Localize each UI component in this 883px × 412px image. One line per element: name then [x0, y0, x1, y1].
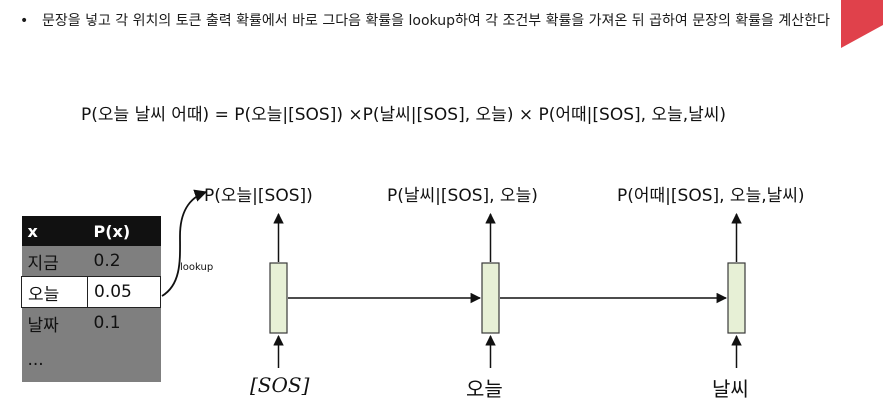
table-header-px: P(x) — [87, 216, 161, 246]
output-prob-1: P(오늘|[SOS]) — [204, 186, 313, 206]
output-prob-3: P(어때|[SOS], 오늘,날씨) — [617, 186, 805, 206]
table-cell-p: 0.05 — [87, 276, 161, 308]
table-header-x: x — [21, 216, 88, 246]
decoder-cell-1 — [269, 262, 288, 334]
decoder-cell-2 — [481, 262, 500, 334]
table-cell-x: 날짜 — [21, 307, 88, 338]
bullet-item: • 문장을 넣고 각 위치의 토큰 출력 확률에서 바로 그다음 확률을 loo… — [20, 10, 835, 32]
table-cell-x: 오늘 — [21, 276, 88, 308]
table-row: 날짜 0.1 — [21, 307, 161, 338]
input-token-3: 날씨 — [712, 377, 749, 401]
table-row-highlighted: 오늘 0.05 — [21, 276, 161, 308]
probability-formula: P(오늘 날씨 어때) = P(오늘|[SOS]) ×P(날씨|[SOS], 오… — [81, 105, 727, 125]
table-cell-p — [87, 338, 161, 382]
output-prob-2: P(날씨|[SOS], 오늘) — [387, 186, 538, 206]
input-token-2: 오늘 — [466, 377, 503, 401]
table-row: 지금 0.2 — [21, 246, 161, 277]
table-cell-p: 0.1 — [87, 307, 161, 338]
input-token-sos: [SOS] — [250, 373, 310, 397]
table-header-row: x P(x) — [21, 216, 161, 246]
bullet-text: 문장을 넣고 각 위치의 토큰 출력 확률에서 바로 그다음 확률을 looku… — [42, 13, 830, 29]
table-cell-x: ... — [21, 338, 88, 382]
lookup-label: lookup — [180, 262, 214, 273]
table-cell-x: 지금 — [21, 246, 88, 277]
decoder-cell-3 — [727, 262, 746, 334]
probability-table: x P(x) 지금 0.2 오늘 0.05 날짜 0.1 ... — [21, 216, 161, 382]
table-cell-p: 0.2 — [87, 246, 161, 277]
table-row: ... — [21, 338, 161, 382]
lookup-arrow — [161, 189, 208, 297]
bullet-marker: • — [20, 13, 29, 29]
